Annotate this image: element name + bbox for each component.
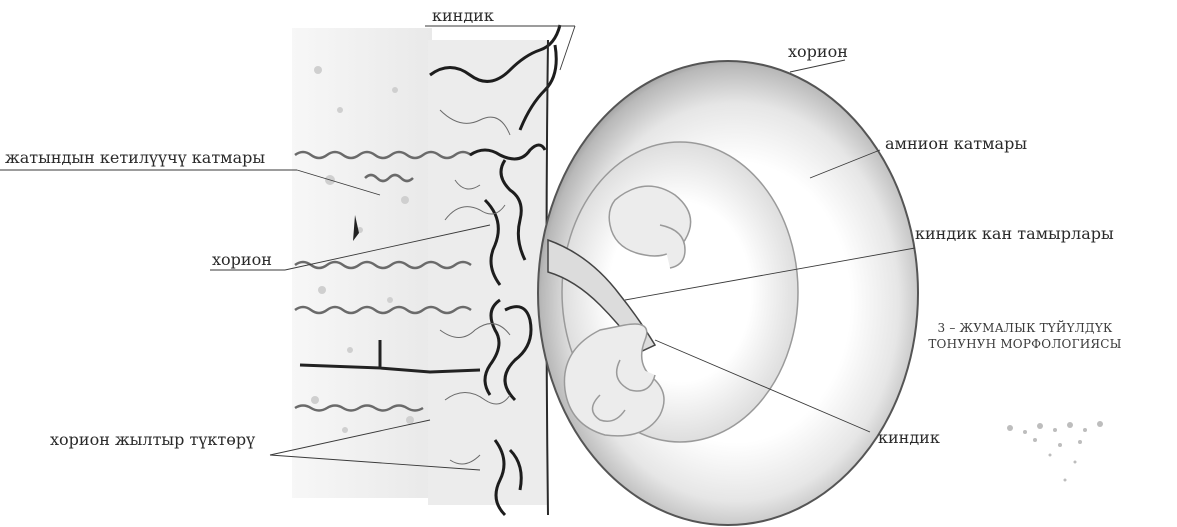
label-umbilical-bottom: киндик — [878, 430, 940, 446]
stamp-mark — [1007, 421, 1103, 482]
figure-caption: 3 – ЖУМАЛЫК ТҮЙҮЛДҮК ТОНУНУН МОРФОЛОГИЯС… — [905, 320, 1145, 352]
label-amnion-layer: амнион катмары — [885, 136, 1027, 152]
label-uterine-layer: жатындын кетилүүчү катмары — [5, 150, 265, 166]
caption-line-2: ТОНУНУН МОРФОЛОГИЯСЫ — [905, 336, 1145, 352]
label-umbilical-top: киндик — [432, 8, 494, 24]
label-chorion-left: хорион — [212, 252, 272, 268]
label-chorion-villi: хорион жылтыр түктөрү — [50, 432, 255, 448]
label-chorion-top: хорион — [788, 44, 848, 60]
label-umbilical-vessels: киндик кан тамырлары — [915, 226, 1114, 242]
caption-line-1: 3 – ЖУМАЛЫК ТҮЙҮЛДҮК — [905, 320, 1145, 336]
